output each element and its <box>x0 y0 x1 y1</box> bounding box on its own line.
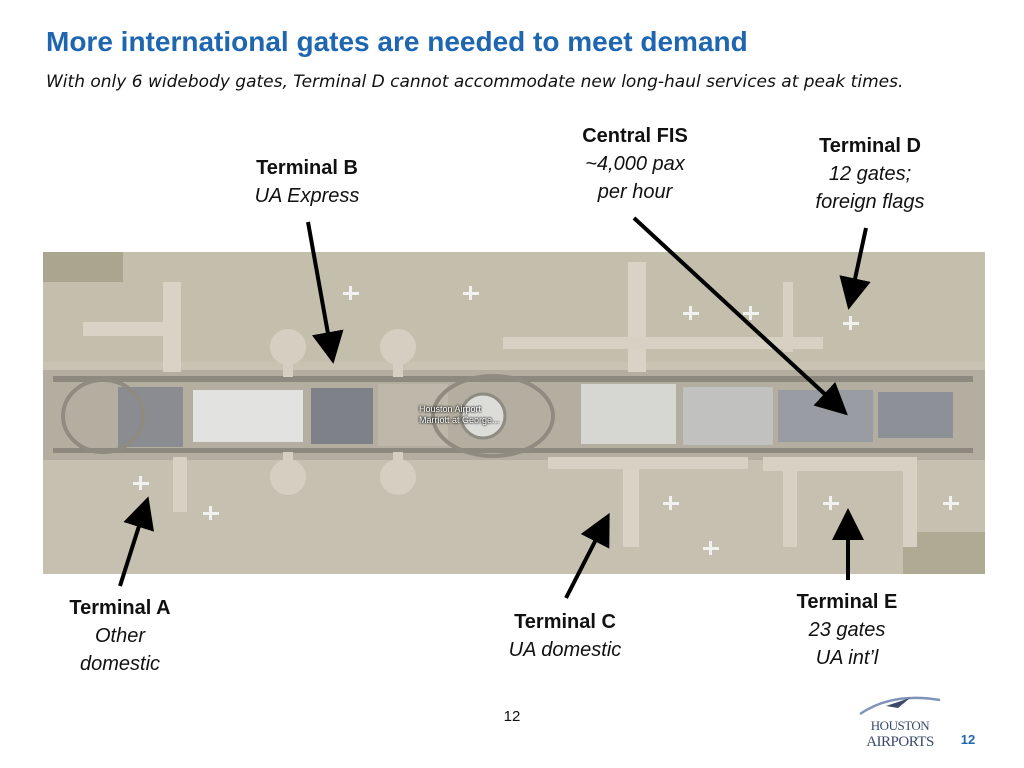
hotel-label-line-1: Houston Airport <box>419 404 482 414</box>
logo-text-1: HOUSTON <box>870 718 930 733</box>
label-terminal-d: Terminal D 12 gates; foreign flags <box>780 132 960 216</box>
terminal-a-name: Terminal A <box>69 597 171 619</box>
terminal-a-desc-2: domestic <box>79 653 161 675</box>
label-terminal-a: Terminal A Other domestic <box>35 594 205 678</box>
terminal-e-desc-1: 23 gates <box>808 619 886 641</box>
logo-text-2: AIRPORTS <box>866 734 934 750</box>
page-number-center: 12 <box>503 708 521 725</box>
terminal-e-name: Terminal E <box>796 591 898 613</box>
central-fis-desc-2: per hour <box>597 181 673 203</box>
slide-number: 12 <box>960 732 976 747</box>
terminal-d-desc-2: foreign flags <box>815 191 925 213</box>
airport-aerial-map: Houston Airport Marriott at George... <box>43 252 985 574</box>
terminal-d-desc-1: 12 gates; <box>828 163 912 185</box>
slide-title: More international gates are needed to m… <box>46 26 748 57</box>
terminal-a-desc-1: Other <box>94 625 146 647</box>
hotel-label-line-2: Marriott at George... <box>419 415 500 425</box>
label-terminal-e: Terminal E 23 gates UA int’l <box>762 588 932 672</box>
central-fis-desc-1: ~4,000 pax <box>585 153 685 175</box>
logo-swoosh-icon <box>859 696 941 716</box>
label-central-fis: Central FIS ~4,000 pax per hour <box>550 122 720 206</box>
terminal-b-name: Terminal B <box>256 157 358 179</box>
terminal-d-name: Terminal D <box>819 135 921 157</box>
terminal-b-desc: UA Express <box>254 185 360 207</box>
terminal-c-desc: UA domestic <box>508 639 622 661</box>
hotel-map-label: Houston Airport Marriott at George... <box>419 404 559 426</box>
slide-subtitle: With only 6 widebody gates, Terminal D c… <box>46 72 904 92</box>
terminal-e-desc-2: UA int’l <box>815 647 879 669</box>
label-terminal-b: Terminal B UA Express <box>222 154 392 210</box>
houston-airports-logo: HOUSTON AIRPORTS <box>852 690 948 756</box>
terminal-c-name: Terminal C <box>514 611 616 633</box>
central-fis-name: Central FIS <box>582 125 688 147</box>
label-terminal-c: Terminal C UA domestic <box>480 608 650 664</box>
